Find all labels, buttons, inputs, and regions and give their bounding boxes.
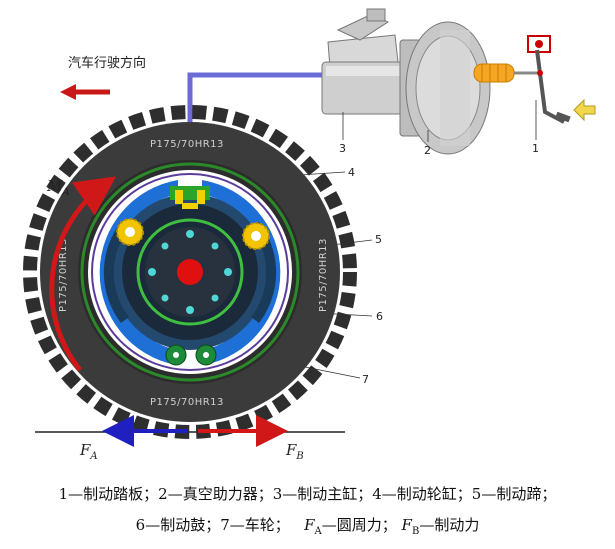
tire-marking-bottom: P175/70HR13 [150,397,224,408]
direction-label: 汽车行驶方向 [68,55,146,71]
callout-2: 2 [424,144,431,157]
return-springs [116,218,270,250]
callout-5: 5 [375,233,382,246]
tire-marking-left: P175/70HR13 [58,238,69,312]
tire-marking-right: P175/70HR13 [318,238,329,312]
pushrod-bellows [473,63,540,83]
hub-center [177,259,203,285]
callout-4: 4 [348,166,355,179]
callout-1: 1 [532,142,539,155]
pedal-force-arrow [573,98,596,122]
moment-symbol: MA [46,177,70,198]
rotation-arrow [49,176,117,372]
force-b-label: FB [285,441,304,462]
master-cylinder [321,8,405,115]
callout-7: 7 [362,373,369,386]
anchor-pins [165,344,217,366]
brake-pedal [527,35,571,124]
direction-arrow [60,84,110,100]
legend-line-2: 6—制动鼓；7—车轮； FA—圆周力； FB—制动力 [135,516,480,537]
callout-3: 3 [339,142,346,155]
callout-6: 6 [376,310,383,323]
legend-line-1: 1—制动踏板；2—真空助力器；3—制动主缸；4—制动轮缸；5—制动蹄； [58,485,557,503]
force-a-label: FA [79,441,98,462]
wheel-cylinder [170,186,210,209]
vacuum-booster [399,21,491,155]
tire-marking-top: P175/70HR13 [150,139,224,150]
